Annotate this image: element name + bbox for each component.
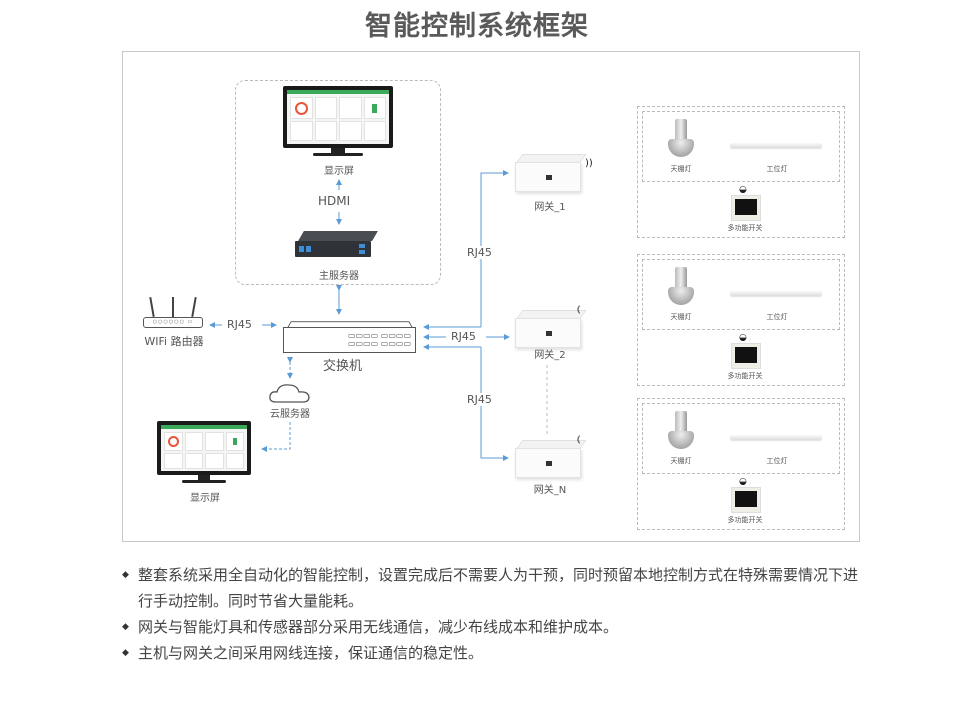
work-lamp-icon bbox=[730, 291, 822, 296]
switch-gwN-link bbox=[480, 347, 509, 461]
device-group: 天棚灯 工位灯 ◒ 多功能开关 bbox=[637, 254, 845, 386]
main-server[interactable] bbox=[295, 231, 378, 261]
high-bay-lamp-label: 天棚灯 bbox=[670, 165, 692, 173]
cloud-server-label: 云服务器 bbox=[270, 409, 310, 420]
high-bay-lamp-label: 天棚灯 bbox=[670, 313, 692, 321]
feature-list: 整套系统采用全自动化的智能控制，设置完成后不需要人为干预，同时预留本地控制方式在… bbox=[122, 562, 858, 666]
high-bay-lamp-icon bbox=[668, 119, 694, 161]
high-bay-lamp-icon bbox=[668, 267, 694, 309]
multi-function-switch-label: 多功能开关 bbox=[727, 516, 763, 524]
rj45-gw2-label: RJ45 bbox=[448, 330, 479, 343]
switch-label: 交换机 bbox=[323, 359, 363, 374]
device-group: 天棚灯 工位灯 ◒ 多功能开关 bbox=[637, 106, 845, 238]
gateway-2[interactable]: ⦅ bbox=[515, 304, 587, 350]
wifi-icon: ◒ bbox=[739, 333, 747, 343]
multi-function-switch-label: 多功能开关 bbox=[727, 224, 763, 232]
monitor-top[interactable] bbox=[283, 86, 393, 158]
wifi-icon: ◒ bbox=[739, 185, 747, 195]
lamp-subgroup bbox=[642, 403, 840, 474]
rj45-router-label: RJ45 bbox=[224, 318, 255, 331]
work-lamp-icon bbox=[730, 143, 822, 148]
cloud-icon bbox=[268, 382, 312, 404]
wifi-signal-icon: )) bbox=[585, 158, 593, 169]
switch-gw1-link bbox=[480, 170, 509, 327]
multi-function-switch[interactable] bbox=[731, 195, 761, 221]
multi-function-switch-label: 多功能开关 bbox=[727, 372, 763, 380]
cloud-monitor-link bbox=[261, 422, 291, 452]
feature-item: 主机与网关之间采用网线连接，保证通信的稳定性。 bbox=[122, 640, 858, 666]
gateway-n-label: 网关_N bbox=[533, 485, 567, 496]
page-title: 智能控制系统框架 bbox=[365, 11, 589, 42]
wifi-router[interactable]: ○○○○○○ ▭ bbox=[143, 296, 203, 329]
network-switch[interactable]: ▭▭▭▭ ▭▭▭▭▭▭▭▭ ▭▭▭▭ bbox=[283, 321, 416, 353]
work-lamp-label: 工位灯 bbox=[766, 457, 788, 465]
feature-item: 网关与智能灯具和传感器部分采用无线通信，减少布线成本和维护成本。 bbox=[122, 614, 858, 640]
lamp-subgroup bbox=[642, 111, 840, 182]
gateway-1-label: 网关_1 bbox=[534, 202, 566, 213]
host-group-box bbox=[235, 80, 441, 285]
wifi-signal-icon: ⦅ bbox=[577, 304, 581, 315]
multi-function-switch[interactable] bbox=[731, 343, 761, 369]
gateway-n[interactable]: ⦅ bbox=[515, 434, 587, 480]
rj45-gwN-label: RJ45 bbox=[464, 393, 495, 406]
diagram-frame bbox=[122, 51, 860, 542]
high-bay-lamp-icon bbox=[668, 411, 694, 453]
work-lamp-icon bbox=[730, 435, 822, 440]
wifi-signal-icon: ⦅ bbox=[577, 434, 581, 445]
high-bay-lamp-label: 天棚灯 bbox=[670, 457, 692, 465]
monitor-bottom-label: 显示屏 bbox=[190, 493, 220, 504]
monitor-bottom[interactable] bbox=[157, 421, 251, 485]
monitor-top-label: 显示屏 bbox=[324, 166, 354, 177]
wifi-icon: ◒ bbox=[739, 477, 747, 487]
gateway-1[interactable]: )) bbox=[515, 154, 593, 194]
work-lamp-label: 工位灯 bbox=[766, 165, 788, 173]
feature-item: 整套系统采用全自动化的智能控制，设置完成后不需要人为干预，同时预留本地控制方式在… bbox=[122, 562, 858, 614]
router-label: WIFi 路由器 bbox=[144, 335, 204, 348]
device-group: 天棚灯 工位灯 ◒ 多功能开关 bbox=[637, 398, 845, 530]
hdmi-label: HDMI bbox=[318, 194, 351, 208]
multi-function-switch[interactable] bbox=[731, 487, 761, 513]
gateway-2-label: 网关_2 bbox=[534, 350, 566, 361]
work-lamp-label: 工位灯 bbox=[766, 313, 788, 321]
lamp-subgroup bbox=[642, 259, 840, 330]
rj45-gw1-label: RJ45 bbox=[464, 246, 495, 259]
main-server-label: 主服务器 bbox=[319, 271, 359, 282]
